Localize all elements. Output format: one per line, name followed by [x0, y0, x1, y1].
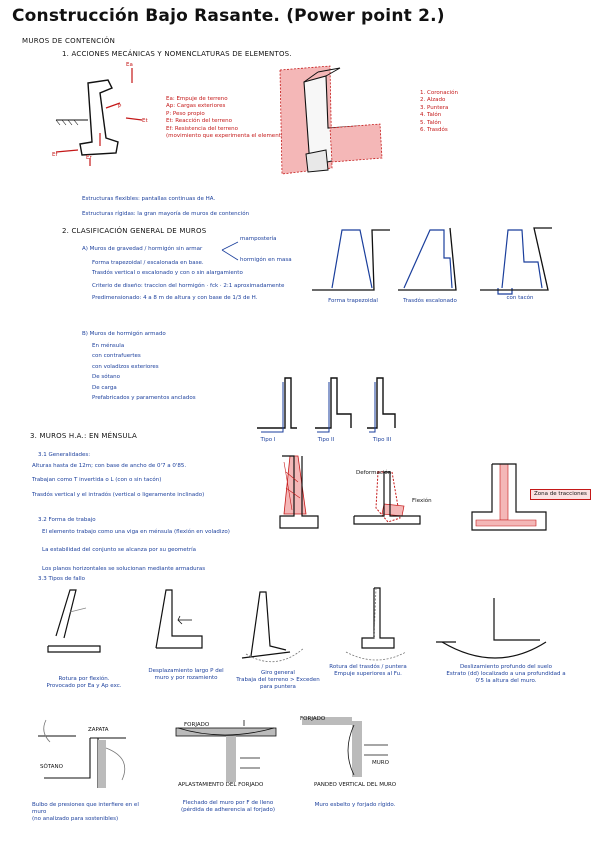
branch-masonry: mampostería — [240, 236, 277, 242]
list-item: Predimensionado: 4 a 8 m de altura y con… — [92, 295, 258, 302]
legend-item: (movimiento que experimenta el elemento) — [166, 133, 287, 140]
part-item: 6. Trasdós — [420, 127, 448, 134]
section3-heading: 3. MUROS H.A.: EN MÉNSULA — [30, 432, 137, 440]
list-item: Trasdós vertical o escalonado y con o si… — [92, 270, 243, 277]
section2a-heading: A) Muros de gravedad / hormigón sin arma… — [82, 246, 203, 252]
force-legend: Ea: Empuje de terreno Ap: Cargas exterio… — [166, 96, 286, 141]
list-item: Alturas hasta de 12m; con base de ancho … — [32, 463, 187, 469]
list-item: con contrafuertes — [92, 353, 141, 360]
bottom-caption: Flechado del muro por F de lleno (pérdid… — [181, 800, 275, 814]
label-forjado-2: FORJADO — [300, 716, 326, 722]
list-item: En ménsula — [92, 343, 125, 349]
part-item: 4. Talón — [420, 112, 442, 119]
bullet-flexible: Estructuras flexibles: pantallas continu… — [82, 196, 216, 202]
section3c-heading: 3.3 Tipos de fallo — [38, 576, 86, 582]
label-forjado: FORJADO — [184, 722, 210, 728]
label-aplastamiento: APLASTAMIENTO DEL FORJADO — [178, 782, 264, 788]
bottom-caption: Bulbo de presiones que interfiere en el … — [32, 802, 139, 823]
section2b-heading: B) Muros de hormigón armado — [82, 331, 166, 337]
buckling-diagram — [302, 717, 388, 777]
list-item: La estabilidad del conjunto se alcanza p… — [42, 547, 196, 554]
behaviour-list: El elemento trabajo como una viga en mén… — [42, 529, 230, 573]
legend-item: P: Peso propio — [166, 110, 205, 117]
label-p: P — [118, 104, 122, 110]
type-caption: Tipo I — [260, 437, 276, 443]
list-item: Prefabricados y paramentos anclados — [92, 395, 196, 402]
section3b-heading: 3.2 Forma de trabajo — [38, 517, 96, 523]
failure-caption: Rotura del trasdós / puntera Empuje supe… — [329, 664, 407, 678]
legend-item: Ea: Empuje de terreno — [166, 96, 228, 102]
shape-caption: Forma trapezoidal — [328, 298, 378, 304]
type-caption: Tipo III — [372, 437, 392, 443]
tension-zone-diagram — [471, 463, 547, 531]
list-item: El elemento trabajo como una viga en mén… — [42, 529, 230, 535]
legend-item: Ef: Resistencia del terreno — [166, 125, 238, 132]
gravity-wall-list: Forma trapezoidal / escalonada en base. … — [92, 258, 284, 303]
wall-force-diagram — [55, 68, 143, 166]
deformation-diagram — [353, 471, 421, 525]
branch-lines — [221, 241, 239, 261]
shape-caption: Trasdós escalonado — [403, 298, 457, 304]
part-item: 5. Talón — [420, 119, 442, 126]
generalities-list: Alturas hasta de 12m; con base de ancho … — [32, 463, 204, 499]
pressure-diagram — [279, 455, 319, 529]
parts-list: 1. Coronación 2. Alzado 3. Puntera 4. Ta… — [420, 90, 458, 135]
legend-item: Ap: Cargas exteriores — [166, 103, 226, 110]
part-item: 3. Puntera — [420, 104, 449, 111]
list-item: Los planos horizontales se solucionan me… — [42, 565, 206, 572]
label-zapata: ZAPATA — [88, 727, 109, 733]
list-item: Criterio de diseño: traccion del hormigó… — [92, 282, 285, 289]
slab-crush-diagram — [175, 720, 277, 782]
bulb-pressure-diagram — [38, 719, 126, 788]
label-flexion: Flexión — [412, 498, 432, 504]
gravity-wall-shapes — [312, 227, 552, 295]
bottom-caption: Muro esbelto y forjado rígido. — [314, 802, 396, 808]
failure-caption: Deslizamiento profundo del suelo Estrato… — [446, 664, 566, 685]
label-tension-zone: Zona de tracciones — [530, 489, 591, 501]
type-caption: Tipo II — [317, 437, 335, 443]
label-deformacion: Deformación — [356, 470, 392, 476]
bullet-rigid: Estructuras rígidas: la gran mayoría de … — [82, 211, 250, 217]
section2-heading: 2. CLASIFICACIÓN GENERAL DE MUROS — [62, 227, 207, 235]
label-sotano: SÓTANO — [40, 764, 63, 770]
label-ef: Ef — [52, 152, 58, 158]
failure-caption: Desplazamiento largo P del muro y por ro… — [148, 668, 224, 682]
ha-wall-list: En ménsula con contrafuertes con voladiz… — [92, 341, 196, 403]
label-er: Er — [86, 155, 92, 161]
wall-3d-diagram — [279, 65, 383, 175]
label-pandeo: PANDEO VERTICAL DEL MURO — [314, 782, 397, 788]
section1-heading: 1. ACCIONES MECÁNICAS Y NOMENCLATURAS DE… — [62, 50, 292, 58]
section3a-heading: 3.1 Generalidades: — [38, 452, 91, 458]
list-item: Trabajan como T invertida o L (con o sin… — [32, 477, 162, 484]
failure-modes-row — [47, 587, 547, 663]
part-item: 1. Coronación — [420, 90, 458, 96]
failure-caption: Giro general Trabaja del terreno > Exced… — [236, 670, 320, 691]
list-item: De sótano — [92, 374, 120, 381]
label-muro: MURO — [372, 760, 389, 766]
legend-item: Et: Reacción del terreno — [166, 118, 232, 125]
list-item: Trasdós vertical y el intradós (vertical… — [32, 491, 205, 498]
label-et: Et — [142, 118, 148, 124]
page-title: Construcción Bajo Rasante. (Power point … — [12, 6, 445, 26]
label-ea: Ea — [126, 62, 133, 68]
list-item: con voladizos exteriores — [92, 363, 159, 370]
failure-caption: Rotura por flexión. Provocado por Ea y A… — [46, 676, 122, 690]
subtitle: MUROS DE CONTENCIÓN — [22, 37, 116, 45]
list-item: De carga — [92, 384, 117, 391]
shape-caption: con tacón — [506, 295, 534, 301]
list-item: Forma trapezoidal / escalonada en base. — [92, 260, 204, 266]
branch-concrete: hormigón en masa — [240, 257, 292, 263]
part-item: 2. Alzado — [420, 97, 446, 104]
cantilever-types — [257, 377, 396, 433]
